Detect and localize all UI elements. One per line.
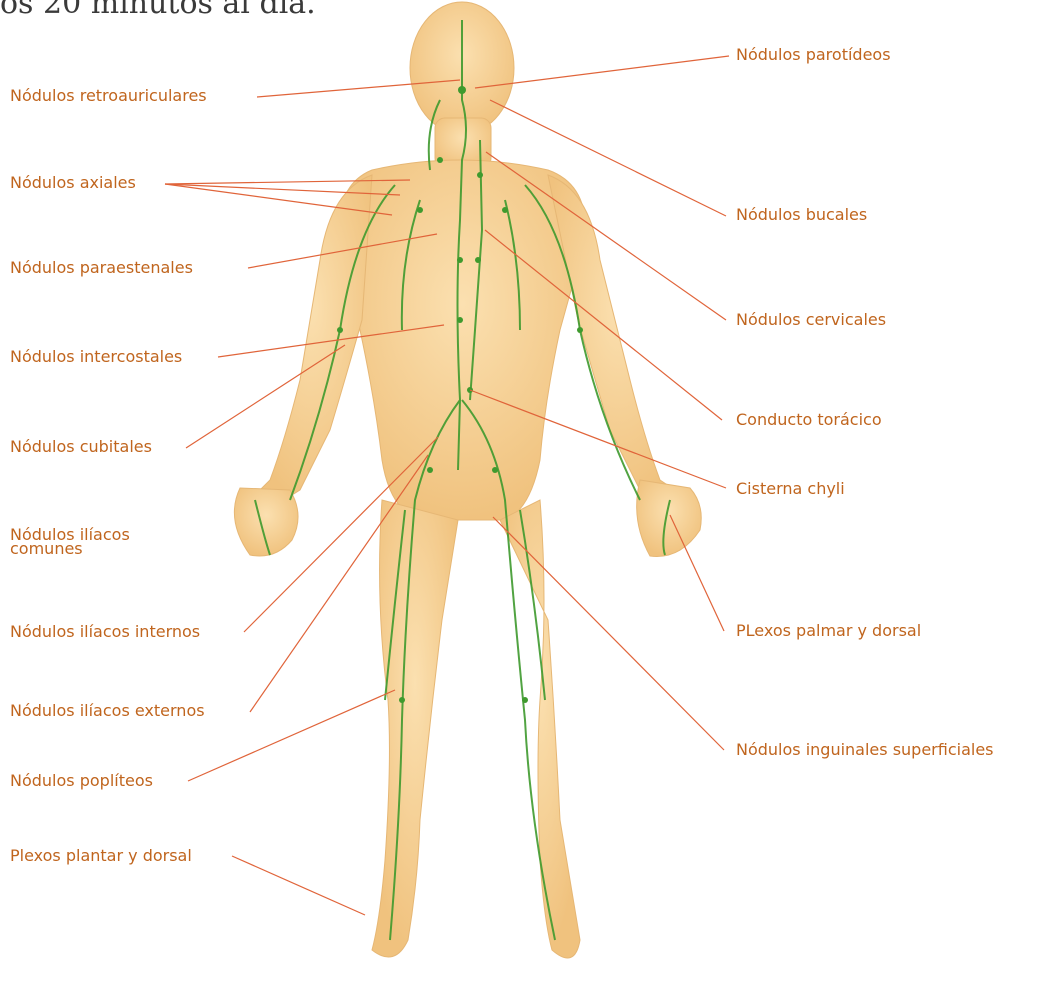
label-intercostales: Nódulos intercostales bbox=[10, 348, 182, 366]
label-iliacos-comunes: Nódulos ilíacos comunes bbox=[10, 528, 170, 556]
label-retroauriculares: Nódulos retroauriculares bbox=[10, 87, 207, 105]
label-iliacos-internos: Nódulos ilíacos internos bbox=[10, 623, 200, 641]
label-plexos-palmar: PLexos palmar y dorsal bbox=[736, 622, 921, 640]
label-inguinales: Nódulos inguinales superficiales bbox=[736, 741, 994, 759]
label-axiales: Nódulos axiales bbox=[10, 174, 136, 192]
label-cubitales: Nódulos cubitales bbox=[10, 438, 152, 456]
label-parotideos: Nódulos parotídeos bbox=[736, 46, 891, 64]
label-plexos-plantar: Plexos plantar y dorsal bbox=[10, 847, 192, 865]
label-conducto-toracico: Conducto torácico bbox=[736, 411, 882, 429]
label-paraestenales: Nódulos paraestenales bbox=[10, 259, 193, 277]
label-popliteos: Nódulos poplíteos bbox=[10, 772, 153, 790]
label-cervicales: Nódulos cervicales bbox=[736, 311, 886, 329]
label-bucales: Nódulos bucales bbox=[736, 206, 867, 224]
label-iliacos-externos: Nódulos ilíacos externos bbox=[10, 702, 205, 720]
label-cisterna-chyli: Cisterna chyli bbox=[736, 480, 845, 498]
